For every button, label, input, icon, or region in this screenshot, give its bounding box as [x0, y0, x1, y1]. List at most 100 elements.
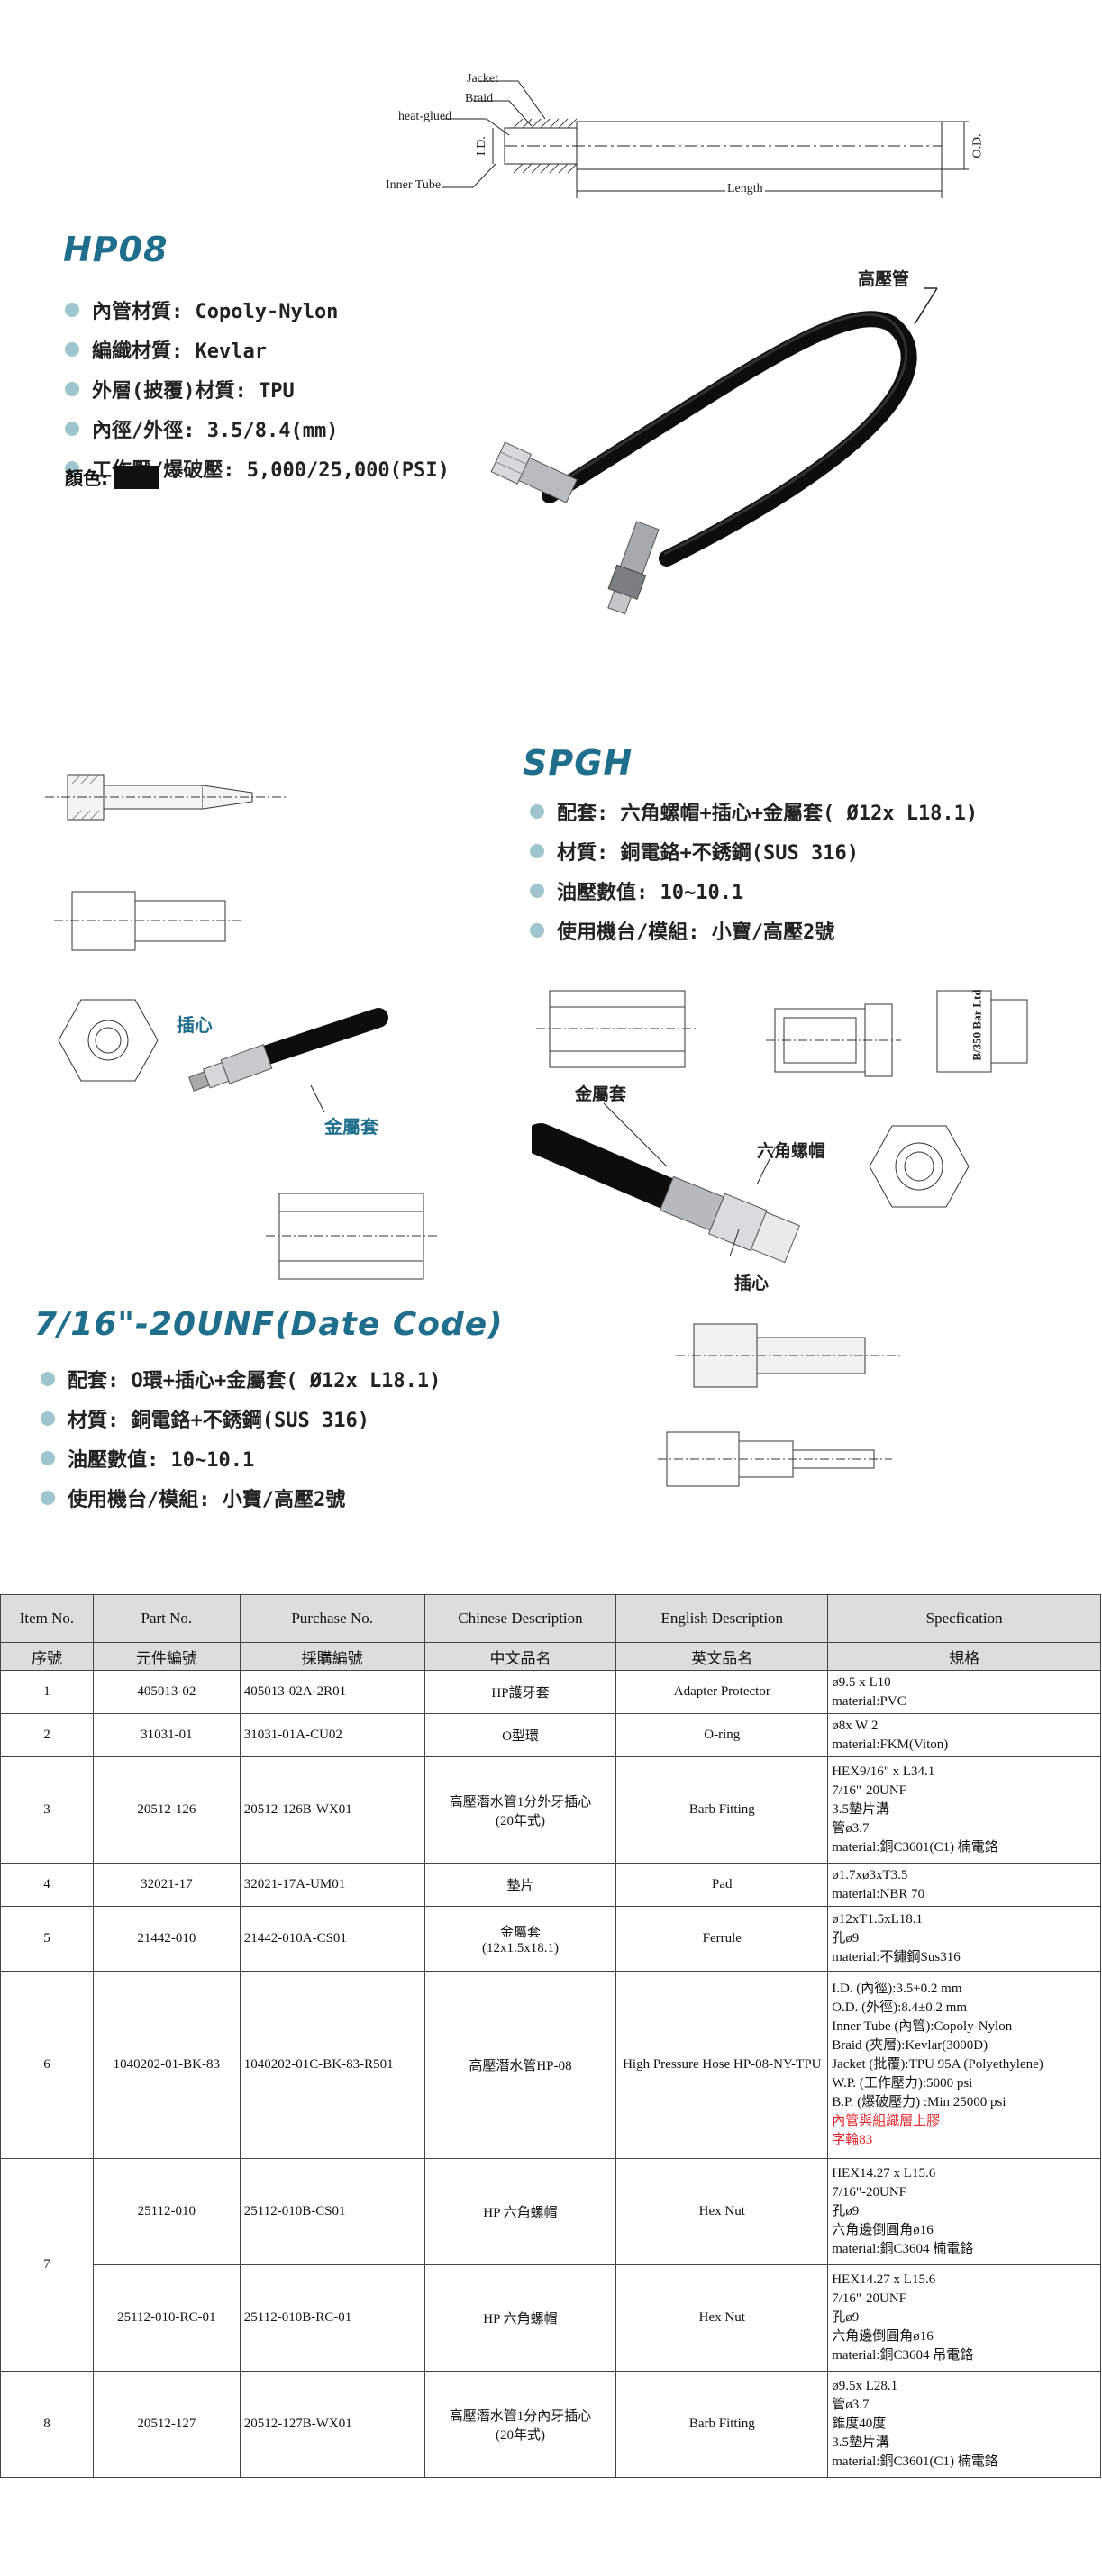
id-label: I.D. — [474, 136, 488, 156]
inner-tube-label: Inner Tube — [386, 178, 442, 192]
part-no-cell: 20512-126 — [92, 1756, 241, 1864]
item-no-cell: 5 — [0, 1906, 94, 1972]
chinese-desc-cell: 高壓潛水管1分內牙插心(20年式) — [423, 2371, 617, 2478]
spgh-assembly-photo: 金屬套 六角螺帽 插心 — [524, 1067, 838, 1302]
bullet-icon — [65, 422, 79, 436]
spec-note-red: 內管與組織層上膠 — [832, 2114, 941, 2128]
chinese-desc-cell: HP護牙套 — [423, 1670, 617, 1714]
bullet-icon — [41, 1411, 55, 1426]
bullet-icon — [65, 303, 79, 317]
col-header: 中文品名 — [423, 1642, 617, 1671]
nut-marking-label: B/350 Bar Ltd — [970, 989, 984, 1061]
unf-spec-item: 配套: O環+插心+金屬套( Ø12x L18.1) — [41, 1365, 441, 1393]
spgh-spec-item: 油壓數值: 10~10.1 — [530, 876, 978, 905]
chinese-desc-cell: 高壓潛水管1分外牙插心(20年式) — [423, 1756, 617, 1864]
spgh-technical-drawings: B/350 Bar Ltd — [514, 955, 1090, 1279]
bullet-icon — [65, 382, 79, 396]
chinese-desc-cell: HP 六角螺帽 — [423, 2264, 617, 2372]
heat-glued-label: heat-glued — [398, 110, 452, 123]
bullet-icon — [530, 884, 544, 898]
purchase-no-cell: 31031-01A-CU02 — [239, 1713, 425, 1757]
spgh-drawings-svg — [536, 990, 1028, 1208]
bullet-icon — [41, 1451, 55, 1465]
unf-spec-item: 材質: 銅電鉻+不銹鋼(SUS 316) — [41, 1404, 441, 1433]
hp08-spec-item: 編織材質: Kevlar — [65, 335, 450, 364]
chinese-desc-cell: 墊片 — [423, 1863, 617, 1907]
english-desc-cell: Pad — [615, 1863, 829, 1907]
hose-callout: 高壓管 — [858, 269, 910, 289]
spgh-spec-item: 使用機台/模組: 小寶/高壓2號 — [530, 916, 978, 945]
hose-diagram-svg — [442, 80, 969, 198]
part-no-cell: 1040202-01-BK-83 — [92, 1971, 241, 2159]
part-no-cell: 31031-01 — [92, 1713, 241, 1757]
ferrule-callout: 金屬套 — [324, 1116, 378, 1138]
col-header: 序號 — [0, 1642, 94, 1671]
hp08-spec-item: 外層(披覆)材質: TPU — [65, 375, 450, 404]
english-desc-cell: Barb Fitting — [615, 2371, 829, 2478]
item-no-cell: 6 — [0, 1971, 94, 2159]
english-desc-cell: Hex Nut — [615, 2264, 829, 2372]
table-header-en: Item No. Part No. Purchase No. Chinese D… — [0, 1594, 1101, 1643]
od-label: O.D. — [970, 133, 985, 159]
color-label: 顏色: — [65, 467, 108, 489]
item-no-cell: 4 — [0, 1863, 94, 1907]
spgh-spec-list: 配套: 六角螺帽+插心+金屬套( Ø12x L18.1) 材質: 銅電鉻+不銹鋼… — [530, 797, 978, 956]
unf-title: 7/16"-20UNF(Date Code) — [34, 1306, 504, 1343]
spgh-spec-item: 配套: 六角螺帽+插心+金屬套( Ø12x L18.1) — [530, 797, 978, 826]
purchase-no-cell: 1040202-01C-BK-83-R501 — [239, 1971, 425, 2159]
insert-callout: 插心 — [177, 1014, 213, 1036]
col-header: Part No. — [92, 1594, 241, 1643]
bullet-icon — [530, 804, 544, 819]
purchase-no-cell: 25112-010B-RC-01 — [239, 2264, 425, 2372]
english-desc-cell: O-ring — [615, 1713, 829, 1757]
unf-drawings-svg — [658, 1323, 901, 1487]
purchase-no-cell: 20512-126B-WX01 — [239, 1756, 425, 1864]
purchase-no-cell: 405013-02A-2R01 — [239, 1670, 425, 1714]
english-desc-cell: Hex Nut — [615, 2158, 829, 2265]
col-header: Item No. — [0, 1594, 94, 1643]
hp08-spec-item: 內管材質: Copoly-Nylon — [65, 295, 450, 324]
ferrule-drawing-svg — [266, 1193, 437, 1280]
hexnut-photo-callout: 六角螺帽 — [757, 1141, 826, 1161]
spgh-spec-item: 材質: 銅電鉻+不銹鋼(SUS 316) — [530, 837, 978, 866]
bullet-icon — [65, 461, 79, 476]
bullet-icon — [530, 923, 544, 938]
item-no-cell: 1 — [0, 1670, 94, 1714]
bullet-icon — [41, 1372, 55, 1386]
col-header: Purchase No. — [239, 1594, 425, 1643]
insert-technical-drawing — [18, 757, 324, 1144]
col-header: Specfication — [827, 1594, 1101, 1643]
item-no-cell: 2 — [0, 1713, 94, 1757]
length-label: Length — [725, 182, 765, 196]
insert-photo-svg — [188, 1008, 388, 1113]
hose-structure-diagram: Jacket Braid heat-glued Inner Tube I.D. … — [386, 63, 1000, 207]
item-no-cell: 8 — [0, 2371, 94, 2478]
item-no-cell: 7 — [0, 2158, 94, 2372]
hose-photo-svg — [490, 287, 938, 615]
item-no-cell: 3 — [0, 1756, 94, 1864]
chinese-desc-cell: HP 六角螺帽 — [423, 2158, 617, 2265]
insert-drawing-svg — [45, 774, 288, 1082]
part-no-cell: 21442-010 — [92, 1906, 241, 1972]
purchase-no-cell: 21442-010A-CS01 — [239, 1906, 425, 1972]
purchase-no-cell: 25112-010B-CS01 — [239, 2158, 425, 2265]
part-no-cell: 20512-127 — [92, 2371, 241, 2478]
chinese-desc-cell: O型環 — [423, 1713, 617, 1757]
bullet-icon — [65, 342, 79, 357]
bullet-icon — [530, 844, 544, 858]
col-header: 規格 — [827, 1642, 1101, 1671]
